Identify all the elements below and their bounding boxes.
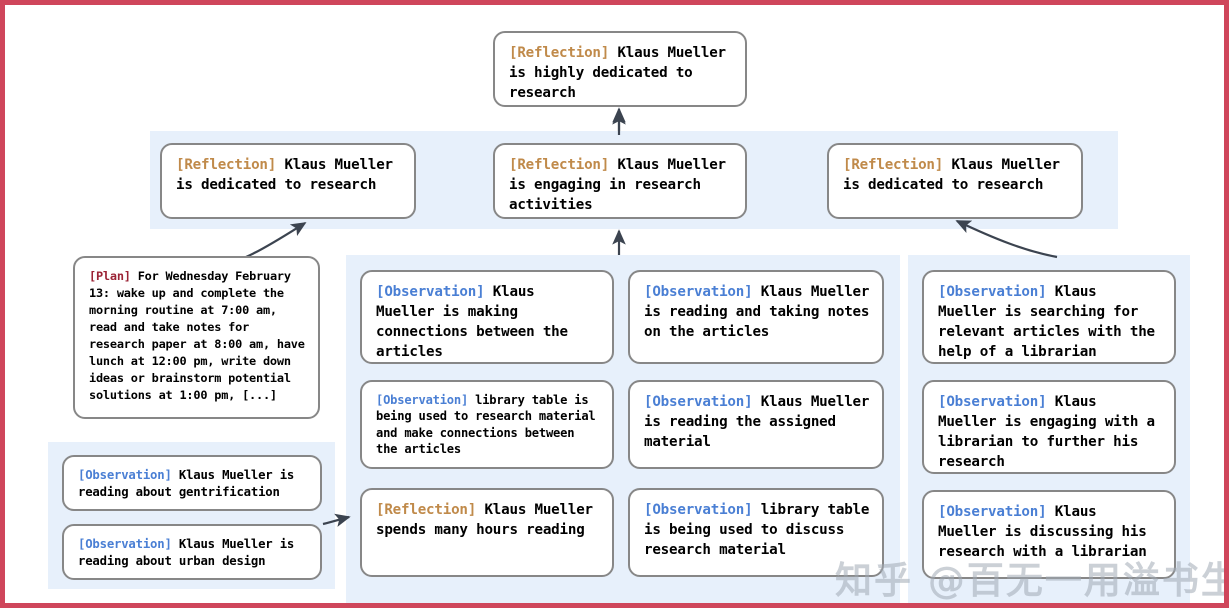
node-text: Klaus Mueller spends many hours reading — [376, 502, 593, 539]
node-text: Klaus Mueller is engaging with a librari… — [938, 394, 1155, 471]
node-observation-urban-design[interactable]: [Observation] Klaus Mueller is reading a… — [62, 524, 322, 580]
node-text: Klaus Mueller is reading about urban des… — [78, 537, 295, 569]
node-observation-discussing-librarian[interactable]: [Observation] Klaus Mueller is discussin… — [922, 490, 1176, 579]
tag-observation: [Observation] — [938, 504, 1047, 520]
node-text: Klaus Mueller is dedicated to research — [176, 157, 393, 194]
tag-reflection: [Reflection] — [376, 502, 477, 518]
node-text: Klaus Mueller is dedicated to research — [843, 157, 1060, 194]
node-observation-gentrification[interactable]: [Observation] Klaus Mueller is reading a… — [62, 455, 322, 511]
tag-observation: [Observation] — [938, 284, 1047, 300]
node-reflection-dedicated-left[interactable]: [Reflection] Klaus Mueller is dedicated … — [160, 143, 416, 219]
node-observation-library-table-connections[interactable]: [Observation] library table is being use… — [360, 380, 614, 469]
node-observation-engaging-librarian[interactable]: [Observation] Klaus Mueller is engaging … — [922, 380, 1176, 474]
node-observation-assigned-material[interactable]: [Observation] Klaus Mueller is reading t… — [628, 380, 884, 469]
tag-reflection: [Reflection] — [843, 157, 944, 173]
node-observation-searching-articles[interactable]: [Observation] Klaus Mueller is searching… — [922, 270, 1176, 364]
tag-observation: [Observation] — [78, 468, 172, 482]
node-reflection-engaging-center[interactable]: [Reflection] Klaus Mueller is engaging i… — [493, 143, 747, 219]
node-text: library table is being used to discuss r… — [644, 502, 870, 559]
node-text: Klaus Mueller is highly dedicated to res… — [509, 45, 726, 102]
node-text: Klaus Mueller is engaging in research ac… — [509, 157, 726, 214]
node-text: For Wednesday February 13: wake up and c… — [89, 269, 305, 403]
tag-observation: [Observation] — [376, 393, 469, 407]
node-observation-connections[interactable]: [Observation] Klaus Mueller is making co… — [360, 270, 614, 364]
node-root-reflection[interactable]: [Reflection] Klaus Mueller is highly ded… — [493, 31, 747, 107]
tag-observation: [Observation] — [644, 284, 753, 300]
node-text: Klaus Mueller is reading about gentrific… — [78, 468, 295, 500]
tag-observation: [Observation] — [644, 394, 753, 410]
tag-reflection: [Reflection] — [509, 157, 610, 173]
tag-observation: [Observation] — [644, 502, 753, 518]
node-text: Klaus Mueller is making connections betw… — [376, 284, 568, 361]
tag-observation: [Observation] — [938, 394, 1047, 410]
node-reflection-dedicated-right[interactable]: [Reflection] Klaus Mueller is dedicated … — [827, 143, 1083, 219]
node-text: Klaus Mueller is searching for relevant … — [938, 284, 1155, 361]
node-reflection-hours-reading[interactable]: [Reflection] Klaus Mueller spends many h… — [360, 488, 614, 577]
node-observation-library-table-discuss[interactable]: [Observation] library table is being use… — [628, 488, 884, 577]
node-text: Klaus Mueller is reading the assigned ma… — [644, 394, 870, 451]
tag-observation: [Observation] — [78, 537, 172, 551]
node-text: Klaus Mueller is discussing his research… — [938, 504, 1147, 561]
tag-observation: [Observation] — [376, 284, 485, 300]
node-plan[interactable]: [Plan] For Wednesday February 13: wake u… — [73, 256, 320, 419]
node-text: library table is being used to research … — [376, 393, 596, 457]
tag-reflection: [Reflection] — [176, 157, 277, 173]
node-text: Klaus Mueller is reading and taking note… — [644, 284, 870, 341]
tag-plan: [Plan] — [89, 269, 131, 283]
node-observation-reading-notes[interactable]: [Observation] Klaus Mueller is reading a… — [628, 270, 884, 364]
tag-reflection: [Reflection] — [509, 45, 610, 61]
